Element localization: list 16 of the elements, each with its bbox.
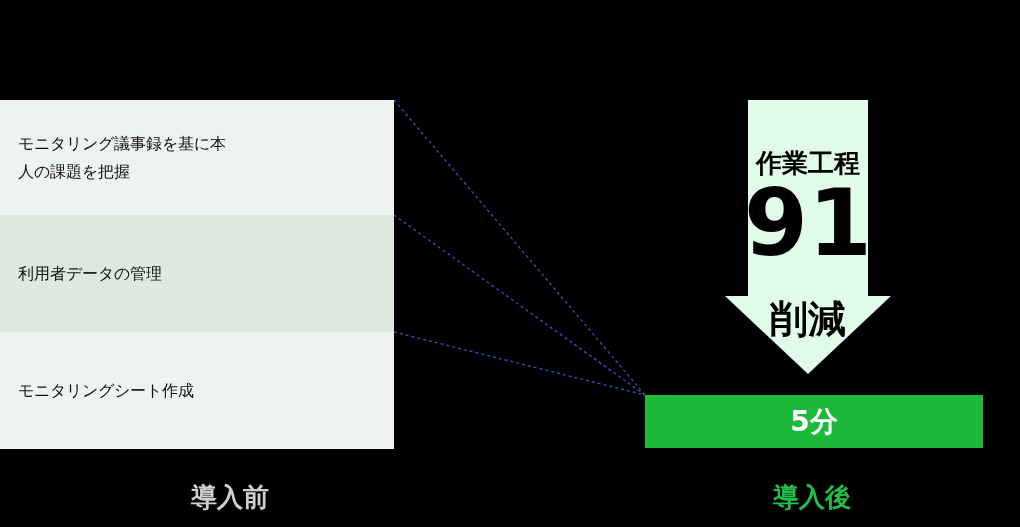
- column-heading: 導入前: [190, 481, 270, 514]
- task-text: モニタリングシート作成: [18, 379, 194, 402]
- table-row: [0, 215, 394, 332]
- table-row: [0, 332, 394, 449]
- column-heading: 導入後: [772, 481, 852, 514]
- time-value: 5分: [790, 403, 838, 440]
- arrow-caption: 作業工程: [754, 150, 861, 176]
- leader-line: [393, 331, 646, 396]
- leader-line: [393, 99, 646, 396]
- leader-line: [393, 214, 646, 396]
- percentage-number: 91: [743, 178, 873, 270]
- result-bar: [645, 395, 983, 448]
- arrow-caption: 削減: [769, 300, 847, 338]
- table-row: [0, 100, 394, 215]
- task-text: 利用者データの管理: [18, 262, 162, 285]
- task-text: モニタリング議事録を基に本人の課題を把握: [18, 133, 227, 183]
